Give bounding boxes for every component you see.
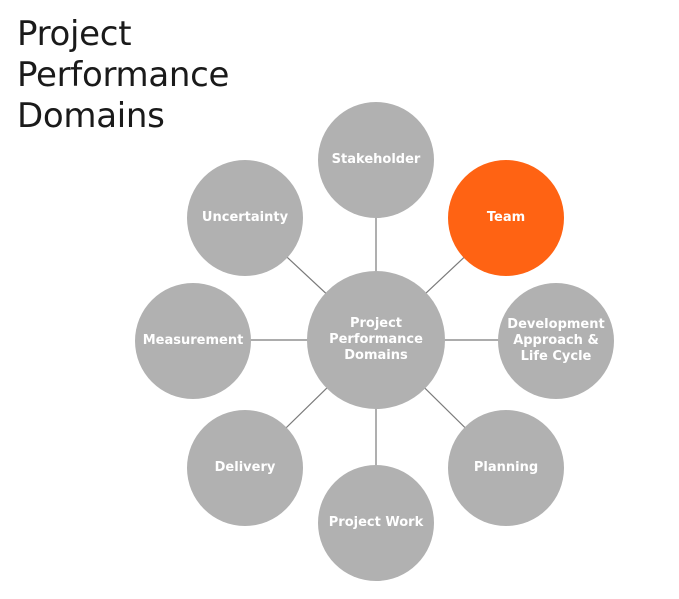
center-label: Project Performance Domains bbox=[329, 316, 423, 363]
domain-node-uncertainty: Uncertainty bbox=[187, 160, 303, 276]
domain-node-development-approach: Development Approach & Life Cycle bbox=[498, 283, 614, 399]
domain-node-measurement: Measurement bbox=[135, 283, 251, 399]
center-node: Project Performance Domains bbox=[307, 271, 445, 409]
domain-node-delivery: Delivery bbox=[187, 410, 303, 526]
domain-node-planning: Planning bbox=[448, 410, 564, 526]
domain-label-development-approach: Development Approach & Life Cycle bbox=[507, 317, 605, 364]
domain-label-stakeholder: Stakeholder bbox=[331, 152, 421, 167]
domain-label-team: Team bbox=[486, 210, 526, 225]
domain-node-stakeholder: Stakeholder bbox=[318, 102, 434, 218]
domain-label-planning: Planning bbox=[473, 460, 539, 475]
domain-label-delivery: Delivery bbox=[214, 460, 276, 475]
page-title: Project Performance Domains bbox=[17, 14, 230, 136]
domain-label-uncertainty: Uncertainty bbox=[201, 210, 289, 225]
domain-label-project-work: Project Work bbox=[328, 515, 424, 530]
domain-label-measurement: Measurement bbox=[142, 333, 244, 348]
domain-node-project-work: Project Work bbox=[318, 465, 434, 581]
domain-node-team: Team bbox=[448, 160, 564, 276]
